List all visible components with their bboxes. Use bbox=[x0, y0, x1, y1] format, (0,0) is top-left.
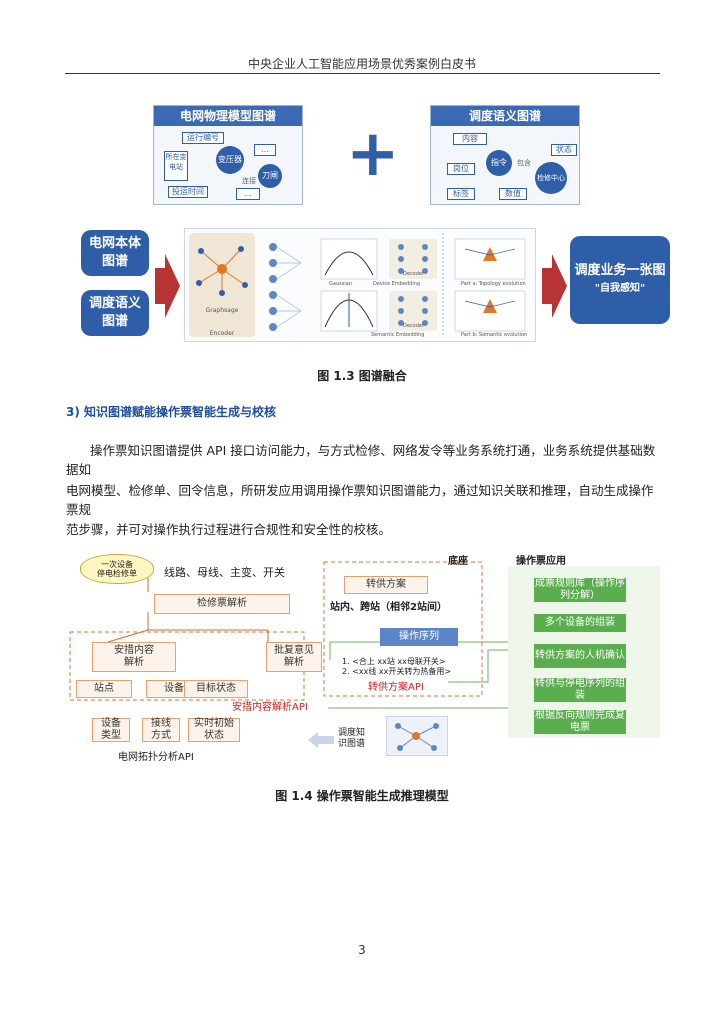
paragraph-line-2: 电网模型、检修单、回令信息，所研发应用调用操作票知识图谱能力，通过知识关联和推理… bbox=[66, 483, 654, 517]
security-parse-label: 安措内容 解析 bbox=[114, 645, 154, 668]
grid-node-run-number: 运行编号 bbox=[182, 132, 224, 144]
power-ontology-graph-label: 电网本体 图谱 bbox=[88, 236, 141, 269]
dispatch-node-value: 数值 bbox=[499, 188, 527, 200]
dispatch-one-map-box: 调度业务一张图 "自我感知" bbox=[570, 236, 670, 324]
grid-node-disconnector: 刀闸 bbox=[258, 164, 282, 188]
topo-realtime-label: 实时初始 状态 bbox=[194, 718, 234, 741]
transfer-plan-box: 转供方案 bbox=[344, 576, 428, 594]
section-heading: 3) 知识图谱赋能操作票智能生成与校核 bbox=[66, 405, 277, 419]
dispatch-node-instruction: 指令 bbox=[486, 150, 512, 176]
grid-node-transformer: 变压器 bbox=[216, 146, 244, 174]
rule-line-1: 1. <合上 xx站 xx母联开关> bbox=[342, 657, 446, 666]
topo-wiring-label: 接线 方式 bbox=[151, 718, 171, 741]
outage-oval: 一次设备 停电检修单 bbox=[80, 554, 154, 584]
grid-edge-label: 连接 bbox=[242, 177, 256, 185]
target-state-box: 目标状态 bbox=[184, 680, 248, 698]
topo-api-label: 电网拓扑分析API bbox=[118, 752, 194, 763]
app-panel: 成票规则库（操作序列分解） 多个设备的组装 转供方案的人机确认 转供与停电序列的… bbox=[508, 566, 660, 738]
power-ontology-graph-button: 电网本体 图谱 bbox=[81, 230, 149, 276]
dispatch-semantic-panel: 调度语义图谱 内容 岗位 标签 数值 状态 指令 检修中心 包含 bbox=[430, 105, 580, 205]
rule-line-2: 2. <xx线 xx开关转为热备用> bbox=[342, 667, 452, 676]
app-step-4: 转供与停电序列的组装 bbox=[534, 678, 626, 702]
topo-realtime-box: 实时初始 状态 bbox=[188, 718, 240, 742]
dispatch-node-tag: 标签 bbox=[447, 188, 475, 200]
grid-model-panel: 电网物理模型图谱 运行编号 所在变电站 投运时间 … … 变压器 刀闸 连接 bbox=[153, 105, 303, 205]
fusion-pipeline: Graphsage Encoder bbox=[184, 228, 536, 342]
dispatch-one-map-sub: "自我感知" bbox=[594, 283, 646, 294]
topo-device-type-label: 设备 类型 bbox=[101, 718, 121, 741]
dispatch-edge-label: 包含 bbox=[517, 159, 531, 167]
paragraph-line-1: 操作票知识图谱提供 API 接口访问能力，与方式检修、网络发令等业务系统打通，业… bbox=[66, 443, 656, 477]
plan-api-label: 转供方案API bbox=[368, 682, 424, 693]
review-parse-label: 批复意见 解析 bbox=[274, 645, 314, 668]
dispatch-node-content: 内容 bbox=[453, 133, 487, 145]
figure-1-4-caption: 图 1.4 操作票智能生成推理模型 bbox=[275, 789, 449, 803]
app-step-3: 转供方案的人机确认 bbox=[534, 644, 626, 668]
decoder-label-bottom: Decoder bbox=[403, 323, 425, 329]
encoder-label: Encoder bbox=[209, 330, 235, 337]
star-graph-icon bbox=[196, 246, 248, 296]
figure-1-3-caption: 图 1.3 图谱融合 bbox=[317, 369, 407, 383]
dispatch-semantic-graph-button: 调度语义 图谱 bbox=[81, 290, 149, 336]
dispatch-node-status: 状态 bbox=[551, 144, 577, 156]
grid-node-commission-time: 投运时间 bbox=[168, 186, 208, 198]
ticket-parse-box: 检修票解析 bbox=[154, 594, 290, 614]
plus-icon: + bbox=[346, 117, 400, 191]
grid-model-panel-title: 电网物理模型图谱 bbox=[154, 106, 302, 126]
dispatch-node-maintenance: 检修中心 bbox=[535, 162, 567, 194]
pipeline-network-diagram bbox=[269, 233, 526, 337]
grid-node-ellipsis-a: … bbox=[254, 144, 276, 156]
semantic-embedding-label: Semantic Embedding bbox=[371, 332, 425, 338]
base-label: 底座 bbox=[448, 556, 468, 567]
dispatch-node-post: 岗位 bbox=[447, 163, 475, 175]
dispatch-panel-title: 调度语义图谱 bbox=[431, 106, 579, 126]
kg-label: 调度知 识图谱 bbox=[338, 728, 366, 749]
device-embedding-label: Device Embedding bbox=[373, 281, 421, 287]
figure-1-3: 电网物理模型图谱 运行编号 所在变电站 投运时间 … … 变压器 刀闸 连接 +… bbox=[70, 100, 670, 360]
page-header-title: 中央企业人工智能应用场景优秀案例白皮书 bbox=[247, 57, 476, 71]
dispatch-semantic-graph-label: 调度语义 图谱 bbox=[88, 296, 141, 329]
decoder-label-top: Decoder bbox=[403, 271, 425, 277]
station-scope-text: 站内、跨站（相邻2站间） bbox=[330, 602, 447, 613]
graphsage-label: Graphsage bbox=[205, 307, 239, 314]
grid-node-ellipsis-b: … bbox=[236, 188, 260, 200]
op-seq-box: 操作序列 bbox=[380, 628, 458, 646]
topology-evolution-label: Part a: Topology evolution bbox=[461, 281, 526, 287]
app-step-2: 多个设备的组装 bbox=[534, 614, 626, 632]
app-step-5: 根据反向规则完成复电票 bbox=[534, 710, 626, 734]
security-parse-box: 安措内容 解析 bbox=[92, 642, 176, 672]
topo-wiring-box: 接线 方式 bbox=[142, 718, 180, 742]
arrow-right-icon-left bbox=[155, 254, 180, 318]
graphsage-block: Graphsage Encoder bbox=[189, 233, 255, 337]
gaussian-label: Gaussian bbox=[329, 281, 352, 287]
grid-node-substation: 所在变电站 bbox=[164, 151, 188, 181]
page-number: 3 bbox=[358, 943, 366, 957]
figure-1-4: 一次设备 停电检修单 线路、母线、主变、开关 检修票解析 安措内容 解析 批复意… bbox=[68, 550, 664, 765]
dispatch-one-map-title: 调度业务一张图 bbox=[574, 263, 666, 278]
review-parse-box: 批复意见 解析 bbox=[266, 642, 322, 672]
app-step-1: 成票规则库（操作序列分解） bbox=[534, 578, 626, 602]
outage-oval-label: 一次设备 停电检修单 bbox=[97, 560, 137, 578]
equipment-types-text: 线路、母线、主变、开关 bbox=[164, 566, 285, 579]
knowledge-graph-icon bbox=[386, 716, 448, 756]
app-title: 操作票应用 bbox=[516, 556, 566, 567]
semantic-evolution-label: Part b: Semantic evolution bbox=[461, 332, 528, 338]
security-api-label: 安措内容解析API bbox=[232, 702, 308, 713]
arrow-right-icon-right bbox=[542, 254, 567, 318]
topo-device-type-box: 设备 类型 bbox=[92, 718, 130, 742]
header-divider bbox=[65, 73, 660, 74]
paragraph-line-3: 范步骤，并可对操作执行过程进行合规性和安全性的校核。 bbox=[66, 522, 392, 537]
station-box: 站点 bbox=[76, 680, 132, 698]
